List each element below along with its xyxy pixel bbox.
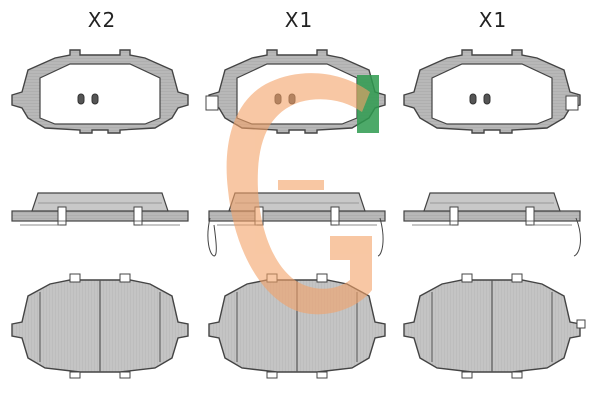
wear-sensor-tab-icon-right bbox=[565, 95, 579, 111]
quantity-label-right: X1 bbox=[478, 8, 508, 32]
wear-sensor-tab-icon bbox=[205, 95, 219, 111]
sensor-clip-icon bbox=[576, 319, 586, 329]
wear-sensor-wire-icon bbox=[207, 217, 217, 257]
friction-face-view-left bbox=[11, 273, 189, 379]
pad-column-right bbox=[403, 49, 586, 379]
wear-sensor-wire-icon-right bbox=[377, 217, 384, 257]
side-view-left bbox=[11, 192, 189, 226]
backplate-view-right bbox=[403, 49, 581, 134]
backplate-view-left bbox=[11, 49, 189, 134]
wear-sensor-wire-icon-right-col bbox=[573, 217, 581, 257]
pad-column-left bbox=[11, 49, 189, 379]
side-view-right bbox=[403, 192, 581, 226]
quantity-label-center: X1 bbox=[284, 8, 314, 32]
quantity-label-left: X2 bbox=[87, 8, 117, 32]
friction-face-view-right bbox=[403, 273, 581, 379]
gj-logo-watermark-icon bbox=[226, 73, 372, 315]
